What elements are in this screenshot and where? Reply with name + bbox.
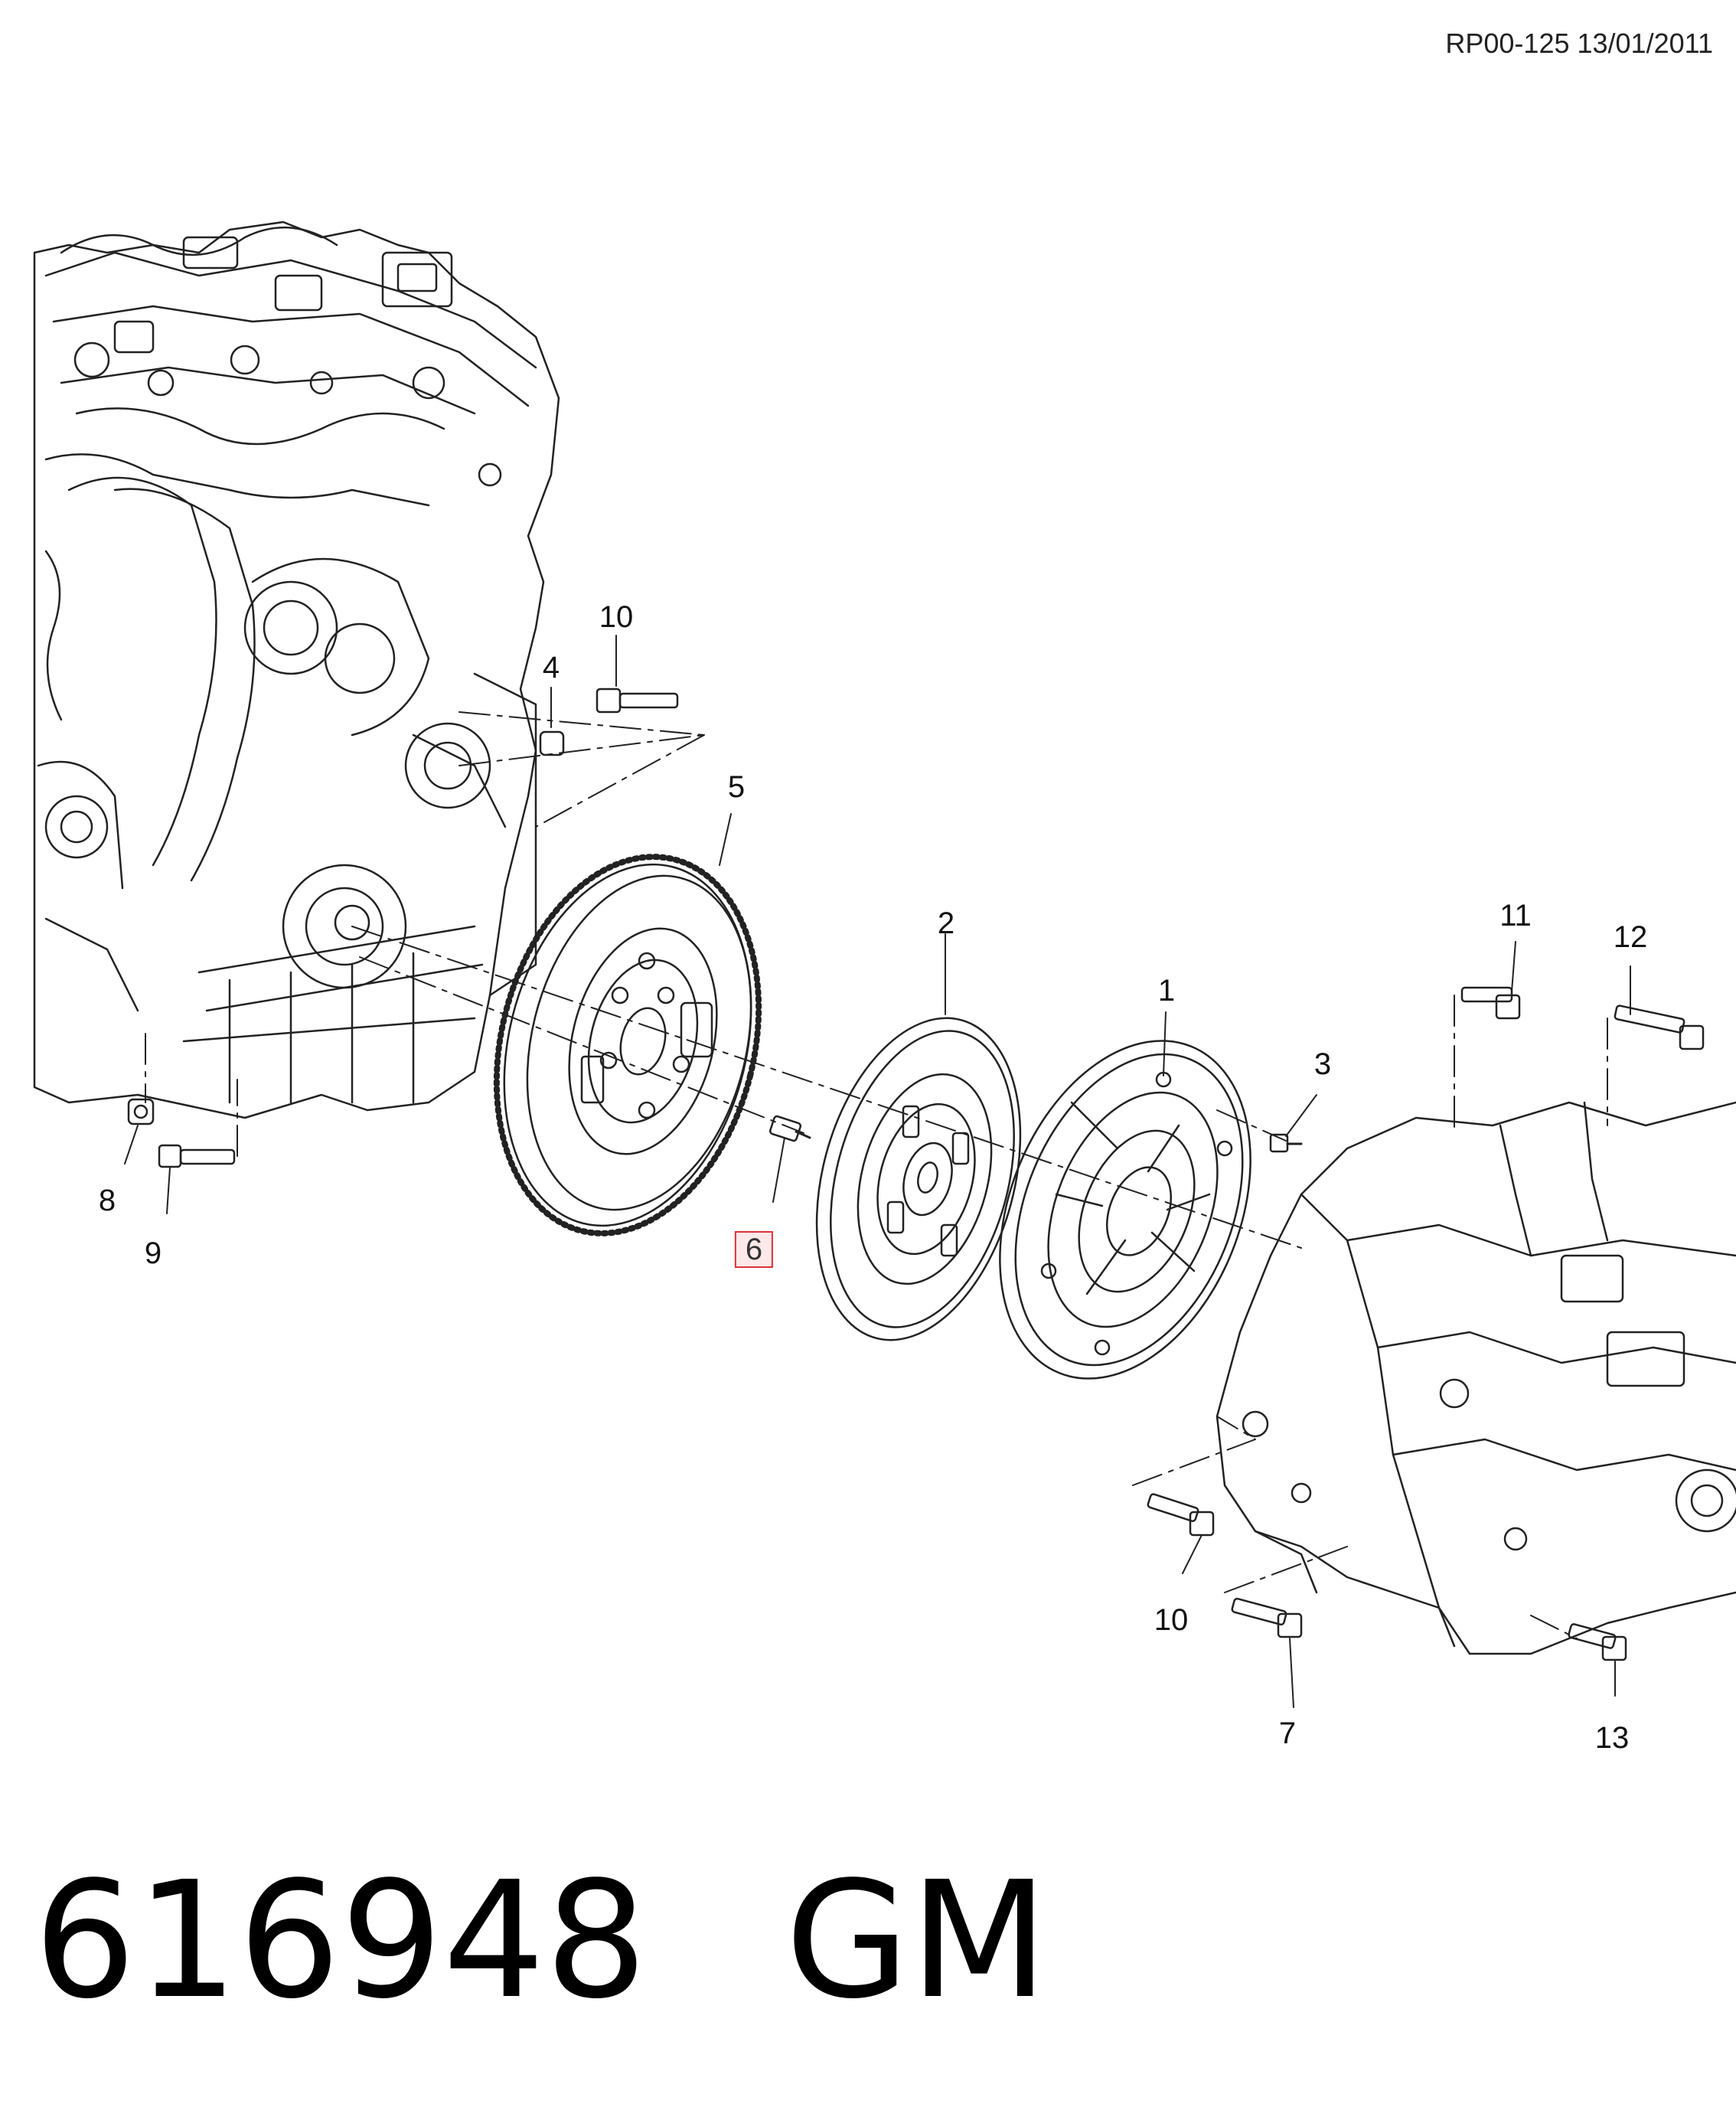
nut-8	[127, 1098, 155, 1125]
callout-7: 7	[1278, 1717, 1297, 1750]
flywheel	[493, 854, 762, 1236]
bolt-11	[1460, 986, 1521, 1020]
bolt-12	[1614, 1004, 1705, 1050]
bolt-3	[1269, 1133, 1303, 1153]
callout-2: 2	[937, 906, 955, 940]
callout-10-upper: 10	[599, 600, 634, 634]
callout-11: 11	[1499, 899, 1532, 933]
callout-3: 3	[1313, 1047, 1332, 1081]
callout-1: 1	[1157, 974, 1176, 1008]
pressure-plate	[999, 1040, 1251, 1380]
callout-8: 8	[98, 1184, 116, 1217]
assembly-lines	[145, 711, 1608, 1639]
bolt-9	[158, 1144, 236, 1168]
bolt-10-lower	[1147, 1493, 1215, 1537]
callout-13: 13	[1594, 1721, 1630, 1755]
bolt-13	[1568, 1623, 1627, 1661]
leader-lines	[124, 635, 1631, 1708]
bolt-6	[768, 1115, 811, 1142]
engine-block	[33, 220, 560, 1119]
callout-4: 4	[542, 651, 560, 684]
transmission-housing	[1216, 1101, 1736, 1655]
callout-10-lower: 10	[1154, 1603, 1189, 1637]
bolt-7	[1231, 1597, 1303, 1638]
bolt-10-upper	[596, 688, 679, 714]
brand-name: GM	[785, 1847, 1049, 2034]
document-reference: RP00-125 13/01/2011	[1445, 28, 1713, 59]
part-number: 616948	[34, 1847, 648, 2034]
dowel-4	[539, 730, 565, 756]
callout-9: 9	[144, 1236, 162, 1270]
callout-5: 5	[727, 770, 746, 804]
callout-12: 12	[1613, 920, 1648, 954]
clutch-disc	[815, 1017, 1022, 1341]
callout-6-highlighted[interactable]: 6	[734, 1231, 774, 1268]
